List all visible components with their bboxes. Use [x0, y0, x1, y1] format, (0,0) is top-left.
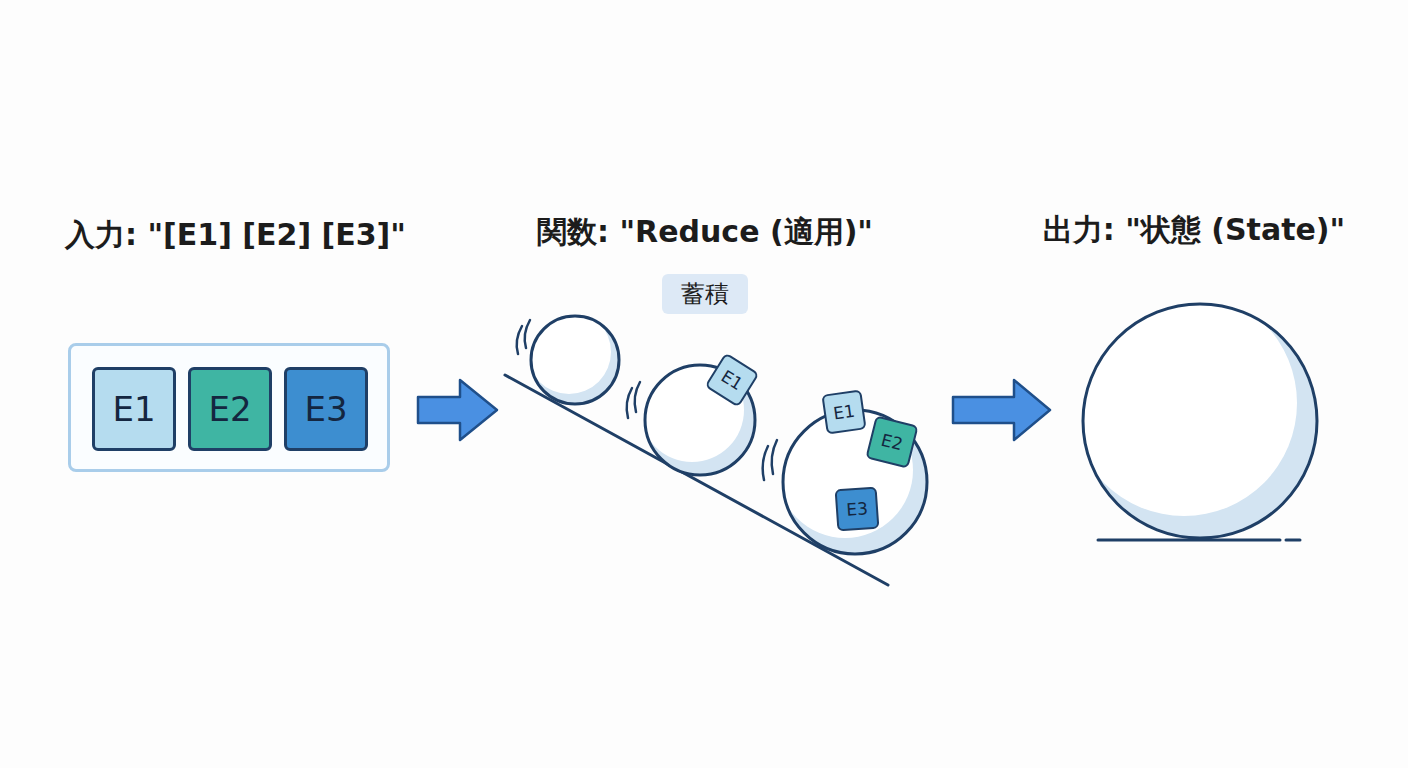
- event-box: E2: [188, 367, 272, 451]
- circle-outline: [1081, 302, 1319, 540]
- stage-heading: 出力: "状態 (State)": [1043, 210, 1345, 251]
- input-container: 入力: "[E1] [E2] [E3]"E1E2E3: [68, 343, 390, 472]
- snowball: [527, 310, 619, 404]
- ground-line: [1286, 539, 1300, 542]
- tag-text: 蓄積: [681, 278, 729, 310]
- event-label: E3: [846, 498, 869, 519]
- event-box: E3: [284, 367, 368, 451]
- event-label: E2: [208, 389, 251, 429]
- event-chip: E3: [835, 487, 880, 532]
- event-chip: E1: [821, 389, 866, 434]
- event-label: E1: [832, 401, 856, 424]
- block-arrow: [418, 380, 497, 440]
- state-circle: 出力: "状態 (State)": [1081, 302, 1319, 540]
- event-box: E1: [92, 367, 176, 451]
- stage-heading: 入力: "[E1] [E2] [E3]": [65, 215, 406, 256]
- accumulate-tag: 蓄積: [662, 274, 748, 314]
- motion-marks: [517, 320, 777, 480]
- event-label: E3: [304, 389, 347, 429]
- event-label: E1: [718, 366, 747, 394]
- block-arrow: [953, 380, 1050, 440]
- snowball: [640, 358, 755, 475]
- event-label: E1: [112, 389, 155, 429]
- event-label: E2: [879, 430, 905, 455]
- stage-heading: 関数: "Reduce (適用)": [537, 212, 873, 253]
